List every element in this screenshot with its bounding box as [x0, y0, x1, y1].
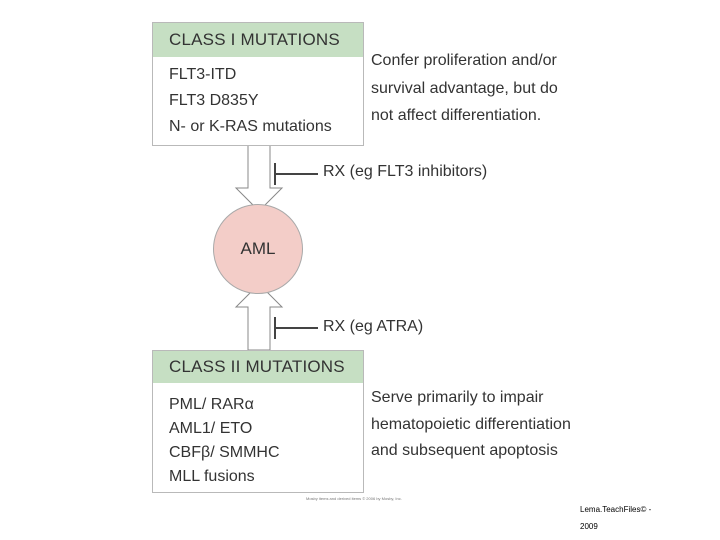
aml-label: AML	[240, 239, 276, 258]
class1-item: FLT3-ITD	[169, 66, 237, 83]
footer-text: Lema.TeachFiles© -	[580, 505, 652, 514]
class2-item: CBFβ/ SMMHC	[169, 444, 280, 461]
class1-description-line: not affect differentiation.	[371, 107, 542, 124]
class2-item: AML1/ ETO	[169, 420, 253, 437]
class2-description: Serve primarily to impair hematopoietic …	[371, 385, 571, 465]
class2-items: PML/ RARα AML1/ ETO CBFβ/ SMMHC MLL fusi…	[153, 383, 363, 489]
class1-item: N- or K-RAS mutations	[169, 118, 332, 135]
class2-description-line: and subsequent apoptosis	[371, 442, 558, 459]
aml-node: AML	[213, 204, 303, 294]
therapy2-label: RX (eg ATRA)	[323, 318, 424, 335]
class2-item: MLL fusions	[169, 468, 255, 485]
class2-box: CLASS II MUTATIONS PML/ RARα AML1/ ETO C…	[152, 350, 364, 493]
class2-description-line: hematopoietic differentiation	[371, 415, 571, 433]
down-arrow	[234, 144, 284, 212]
class2-item: PML/ RARα	[169, 396, 254, 413]
class2-description-line: Serve primarily to impair	[371, 389, 544, 406]
class1-description: Confer proliferation and/or survival adv…	[371, 47, 558, 130]
therapy1-label: RX (eg FLT3 inhibitors)	[323, 163, 488, 180]
class2-header: CLASS II MUTATIONS	[153, 351, 363, 383]
class1-items: FLT3-ITD FLT3 D835Y N- or K-RAS mutation…	[153, 57, 363, 140]
class1-description-line: Confer proliferation and/or	[371, 52, 557, 69]
class1-description-line: survival advantage, but do	[371, 79, 558, 97]
class1-header: CLASS I MUTATIONS	[153, 23, 363, 57]
footer-year: 2009	[580, 522, 598, 531]
copyright-credit: Mosby items and derived items © 2006 by …	[306, 496, 402, 501]
up-arrow	[234, 283, 284, 351]
class1-item: FLT3 D835Y	[169, 92, 259, 109]
class1-box: CLASS I MUTATIONS FLT3-ITD FLT3 D835Y N-…	[152, 22, 364, 146]
